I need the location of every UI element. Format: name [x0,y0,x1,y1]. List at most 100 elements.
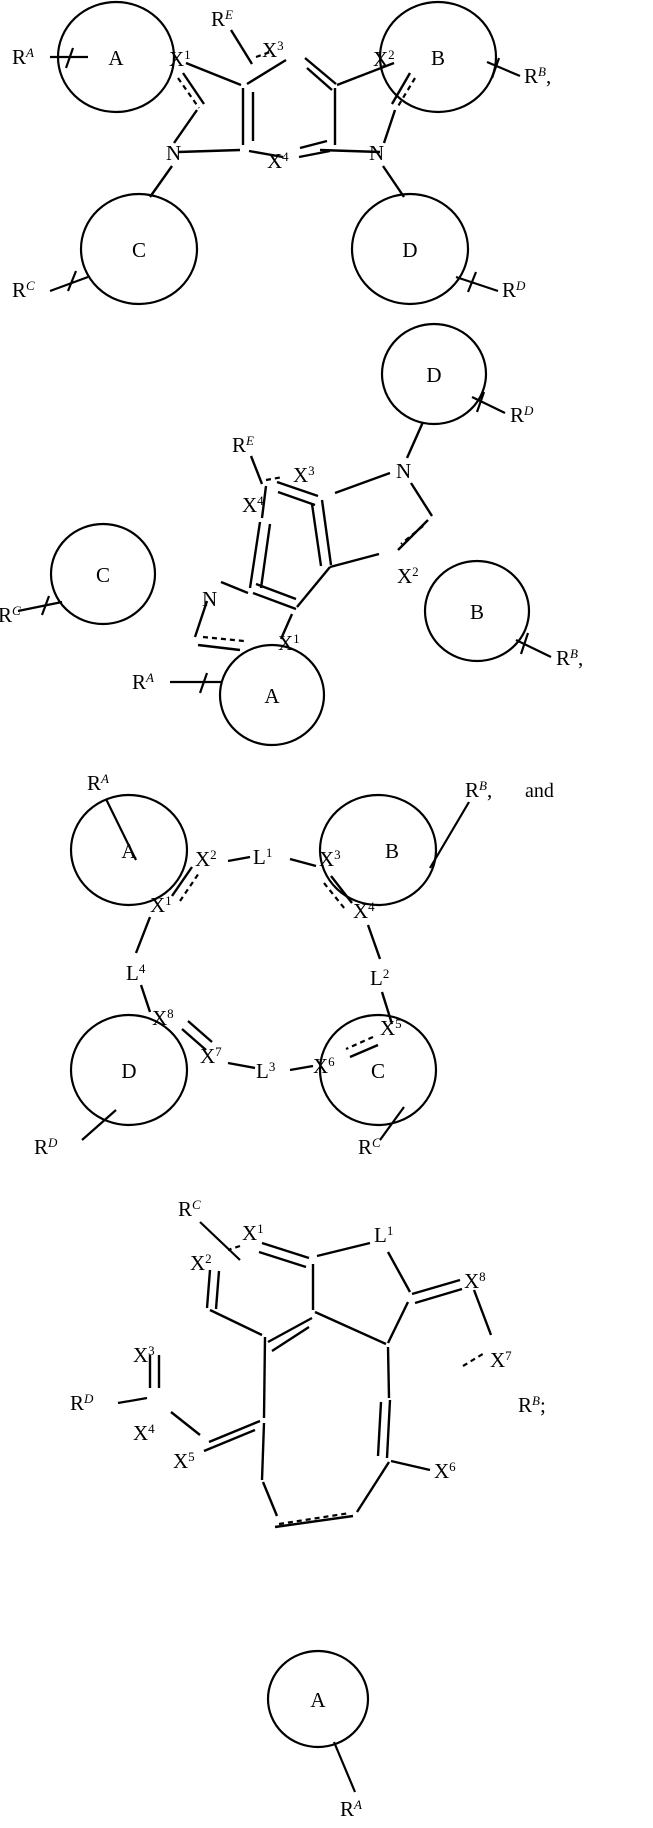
ring-a-outline [266,1649,370,1749]
atom-x3-label: X3 [293,463,315,487]
bond-c-x1-left [197,643,241,652]
linker-l4-label: L4 [126,961,146,985]
substituent-rb-label: RB; [518,1393,546,1417]
bond-n-c-fused-bottom-right [319,148,381,154]
bond-x2-c-fused-top [336,61,395,87]
bond-c-x6 [390,1459,431,1472]
substituent-rd-label: RD [34,1135,58,1159]
bond-n-fused-right [334,471,391,495]
linker-l1-label: L1 [374,1223,393,1247]
bond-x4-x5 [170,1411,201,1436]
bond-x7-dashed [462,1351,487,1367]
bond-n-c-right [409,482,434,517]
substituent-rc-label: RC [178,1197,201,1221]
bond-rd [455,275,499,293]
bond-x6-l3 [289,1064,314,1072]
bond-central-downleft [248,149,284,159]
ring-b-label: B [470,600,484,624]
atom-x5-label: X5 [173,1449,195,1473]
bond-rc [49,275,89,293]
bond-c8-x8-inner [414,1287,463,1305]
structure-2-canvas: D RD C RC A RA B RB, [0,322,583,747]
ring-a-outline [218,643,326,747]
tick-rd [466,271,478,293]
substituent-rb-label: RB, [524,64,551,88]
bond-x5-c-upper-inner [203,1428,256,1453]
bond-x2-fused-right [329,552,380,569]
atom-x2-label: X2 [373,47,395,71]
bond-l3-x7 [227,1061,256,1070]
bond-ra [332,1741,357,1793]
ring-b-outline [423,559,531,663]
bond-x7-x8-inner [187,1020,213,1043]
atom-n-left-label: N [202,587,217,611]
bond-rd [81,1109,117,1141]
bond-rb [429,801,470,869]
atom-n-left-label: N [166,141,181,165]
bond-central-3 [296,566,331,608]
substituent-rc-label: RC [12,278,35,302]
substituent-rc-label: RC [358,1135,381,1159]
structure-3: A B D C [0,740,653,1180]
structure-2: D RD C RC A RA B RB, [0,322,653,747]
bond-central-vertical [262,1336,267,1419]
bond-x2-l1 [227,855,251,863]
tick-ra [64,47,75,69]
bond-x3-dashed-tick [255,50,271,59]
bond-rc [17,600,63,613]
bond-central-2-inner [255,582,297,601]
atom-x1-label: X1 [242,1221,264,1245]
bond-x1-c-fused-top [185,61,242,87]
bond-central-downright-inner [299,139,328,150]
substituent-rb-label: RB, [556,646,583,670]
substituent-ra-label: RA [12,45,34,69]
bond-x2-c2-right-inner [396,77,416,109]
bond-central-diag [267,1316,313,1344]
ring-d-label: D [426,363,441,387]
bond-x8-x7 [472,1289,493,1336]
substituent-ra-label: RA [87,771,109,795]
bond-rc [379,1106,405,1141]
bond-central-2 [252,591,297,611]
tick-rb [490,57,501,79]
structure-1-canvas: A B C D X1 X2 X3 X4 N N RA RB, RC RD RE [12,0,551,306]
substituent-rd-label: RD [502,278,526,302]
ring-c-outline [318,1013,438,1127]
bond-x5-x6-inner [345,1035,374,1051]
bond-ra [105,798,137,861]
bond-x2-c2-right [390,72,412,105]
atom-x1-label: X1 [150,893,172,917]
ring-d-outline [380,322,488,426]
bond-x1-x2 [171,866,193,897]
tick-x3-dashed [265,475,284,482]
ring-b-label: B [431,46,445,70]
bond-x2-x3-inner [214,1270,221,1310]
bond-7ring-upright [386,1346,391,1399]
bond-central-5 [276,480,319,498]
ring-c-outline [79,192,199,306]
bond-x1-x2-inner [179,872,200,902]
substituent-ra-label: RA [132,670,154,694]
bond-c8-x8 [411,1278,461,1296]
bond-central-downright [298,149,331,159]
atom-x1-label: X1 [278,631,300,655]
atom-x6-label: X6 [313,1054,335,1078]
atom-x8-label: X8 [152,1006,174,1030]
ring-d-outline [350,192,470,306]
ring-b-outline [318,793,438,907]
bond-x1-c-inner [258,1250,307,1269]
linker-l3-label: L3 [256,1059,275,1083]
bond-c-x2-right-inner [400,525,424,545]
bond-x4-l2 [366,924,382,960]
bond-l1-x3 [289,857,317,868]
ring-c-outline [49,522,157,626]
bond-x1-c2-left [182,72,205,105]
atom-x4-label: X4 [267,149,289,173]
substituent-ra-label: RA [340,1797,362,1821]
bond-central-upright [304,57,337,85]
substituent-rb-label: RB, [465,778,492,802]
ring-a-label: A [310,1688,326,1712]
bond-x8-l4 [139,984,152,1013]
atom-x6-label: X6 [434,1459,456,1483]
